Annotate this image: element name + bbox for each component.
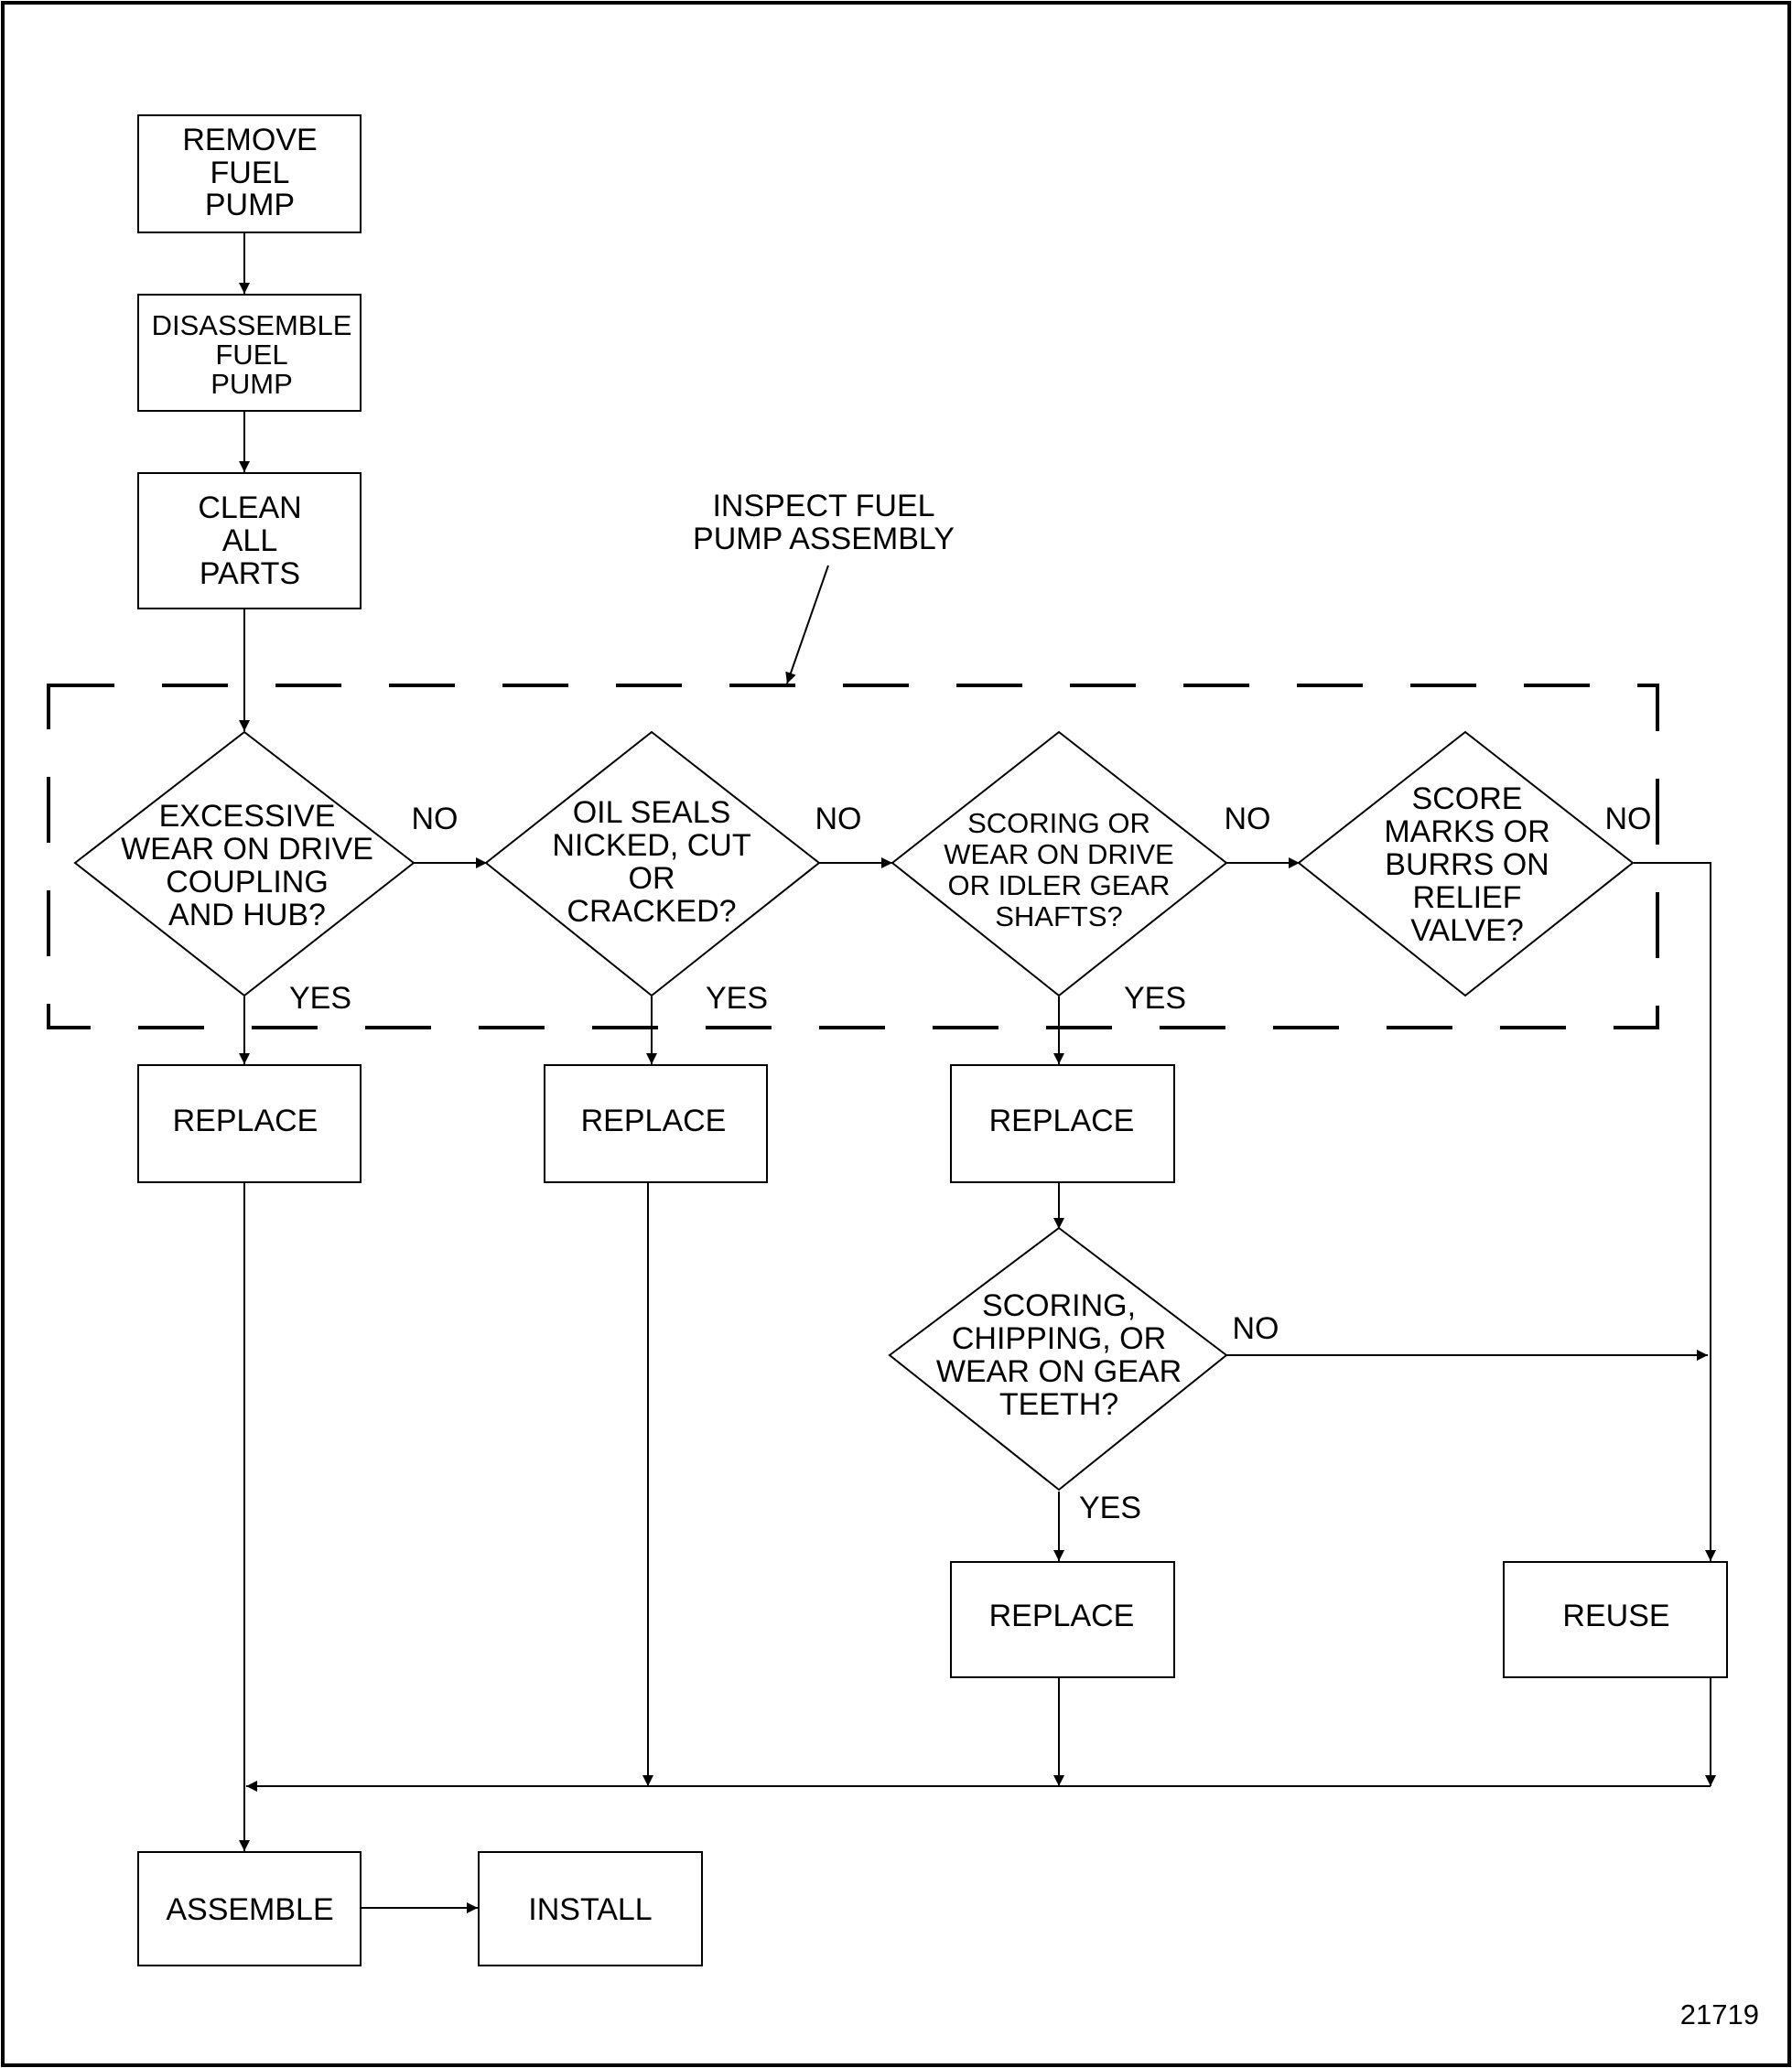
decision-oil-seals-line-3: OR	[629, 861, 675, 896]
decision-oil-seals-line-2: NICKED, CUT	[552, 828, 750, 863]
flow-connectors	[239, 232, 1716, 1913]
step-install: INSTALL	[478, 1851, 703, 1966]
outcome-reuse-label: REUSE	[1562, 1599, 1669, 1633]
decision-drive-coupling-line-2: WEAR ON DRIVE	[121, 832, 373, 867]
inspect-group-leader	[785, 565, 829, 684]
step-remove-line-2: FUEL	[211, 156, 290, 190]
step-clean-line-2: ALL	[222, 523, 278, 558]
decision-oil-seals-line-1: OIL SEALS	[573, 795, 731, 830]
outcome-replace-4-label: REPLACE	[989, 1599, 1135, 1633]
outcome-replace-3-label: REPLACE	[989, 1104, 1135, 1138]
step-disassemble-line-1: DISASSEMBLE	[152, 309, 352, 341]
step-disassemble-line-2: FUEL	[215, 339, 287, 371]
step-install-label: INSTALL	[528, 1892, 652, 1927]
inspect-group-label-line-2: PUMP ASSEMBLY	[693, 522, 955, 556]
outcome-replace-1-label: REPLACE	[173, 1104, 318, 1138]
decision-oil-seals-line-4: CRACKED?	[567, 894, 736, 929]
outcome-replace-2-label: REPLACE	[581, 1104, 727, 1138]
branch-no-4: NO	[1605, 802, 1652, 836]
decision-gear-shafts-line-2: WEAR ON DRIVE	[944, 838, 1173, 870]
step-remove-line-1: REMOVE	[182, 123, 317, 157]
branch-yes-3: YES	[1124, 981, 1186, 1016]
branch-labels: NO NO NO NO NO YES YES YES YES	[289, 802, 1652, 1525]
step-disassemble-line-3: PUMP	[211, 368, 293, 400]
decision-oil-seals: OIL SEALS NICKED, CUT OR CRACKED?	[484, 730, 821, 997]
inspect-group-label: INSPECT FUEL PUMP ASSEMBLY	[693, 489, 955, 556]
decision-drive-coupling-line-3: COUPLING	[166, 865, 329, 899]
decision-relief-valve-line-4: RELIEF	[1412, 880, 1521, 915]
decision-gear-teeth-line-1: SCORING,	[982, 1288, 1136, 1323]
branch-no-2: NO	[815, 802, 862, 836]
decision-gear-shafts-line-3: OR IDLER GEAR	[948, 869, 1171, 901]
step-clean-line-1: CLEAN	[198, 490, 301, 525]
decision-relief-valve-line-3: BURRS ON	[1385, 847, 1549, 882]
outcome-replace-1: REPLACE	[137, 1064, 362, 1183]
outcome-replace-4: REPLACE	[950, 1561, 1175, 1678]
decision-gear-shafts: SCORING OR WEAR ON DRIVE OR IDLER GEAR S…	[891, 730, 1228, 997]
decision-relief-valve-line-2: MARKS OR	[1384, 814, 1549, 849]
decision-gear-shafts-line-1: SCORING OR	[967, 807, 1150, 839]
step-clean-all-parts: CLEAN ALL PARTS	[137, 472, 362, 609]
branch-no-3: NO	[1225, 802, 1271, 836]
decision-relief-valve: SCORE MARKS OR BURRS ON RELIEF VALVE?	[1297, 730, 1635, 997]
step-clean-line-3: PARTS	[200, 556, 300, 591]
outcome-reuse: REUSE	[1503, 1561, 1728, 1678]
decision-drive-coupling: EXCESSIVE WEAR ON DRIVE COUPLING AND HUB…	[73, 730, 416, 997]
branch-yes-1: YES	[289, 981, 351, 1016]
branch-no-1: NO	[412, 802, 459, 836]
outcome-replace-2: REPLACE	[544, 1064, 768, 1183]
decision-relief-valve-line-5: VALVE?	[1410, 913, 1523, 948]
branch-yes-4: YES	[1079, 1491, 1141, 1525]
decision-gear-teeth-line-3: WEAR ON GEAR	[936, 1354, 1182, 1389]
inspect-group-boundary	[47, 684, 1659, 1029]
outcome-replace-3: REPLACE	[950, 1064, 1175, 1183]
branch-no-5: NO	[1233, 1311, 1279, 1346]
step-disassemble-fuel-pump: DISASSEMBLE FUEL PUMP	[137, 294, 362, 412]
step-remove-fuel-pump: REMOVE FUEL PUMP	[137, 114, 362, 233]
figure-number: 21719	[1680, 1998, 1759, 2030]
step-assemble: ASSEMBLE	[137, 1851, 362, 1966]
decision-drive-coupling-line-4: AND HUB?	[168, 898, 326, 932]
decision-gear-teeth-line-4: TEETH?	[999, 1387, 1118, 1422]
decision-gear-teeth: SCORING, CHIPPING, OR WEAR ON GEAR TEETH…	[888, 1226, 1228, 1492]
step-assemble-label: ASSEMBLE	[166, 1892, 333, 1927]
decision-gear-teeth-line-2: CHIPPING, OR	[952, 1321, 1166, 1356]
decision-relief-valve-line-1: SCORE	[1412, 781, 1523, 816]
connector-no-4-to-reuse	[1634, 862, 1716, 1561]
step-remove-line-3: PUMP	[205, 188, 295, 222]
branch-yes-2: YES	[706, 981, 768, 1016]
inspect-group-label-line-1: INSPECT FUEL	[712, 489, 934, 523]
decision-gear-shafts-line-4: SHAFTS?	[995, 900, 1123, 932]
decision-drive-coupling-line-1: EXCESSIVE	[159, 799, 336, 834]
